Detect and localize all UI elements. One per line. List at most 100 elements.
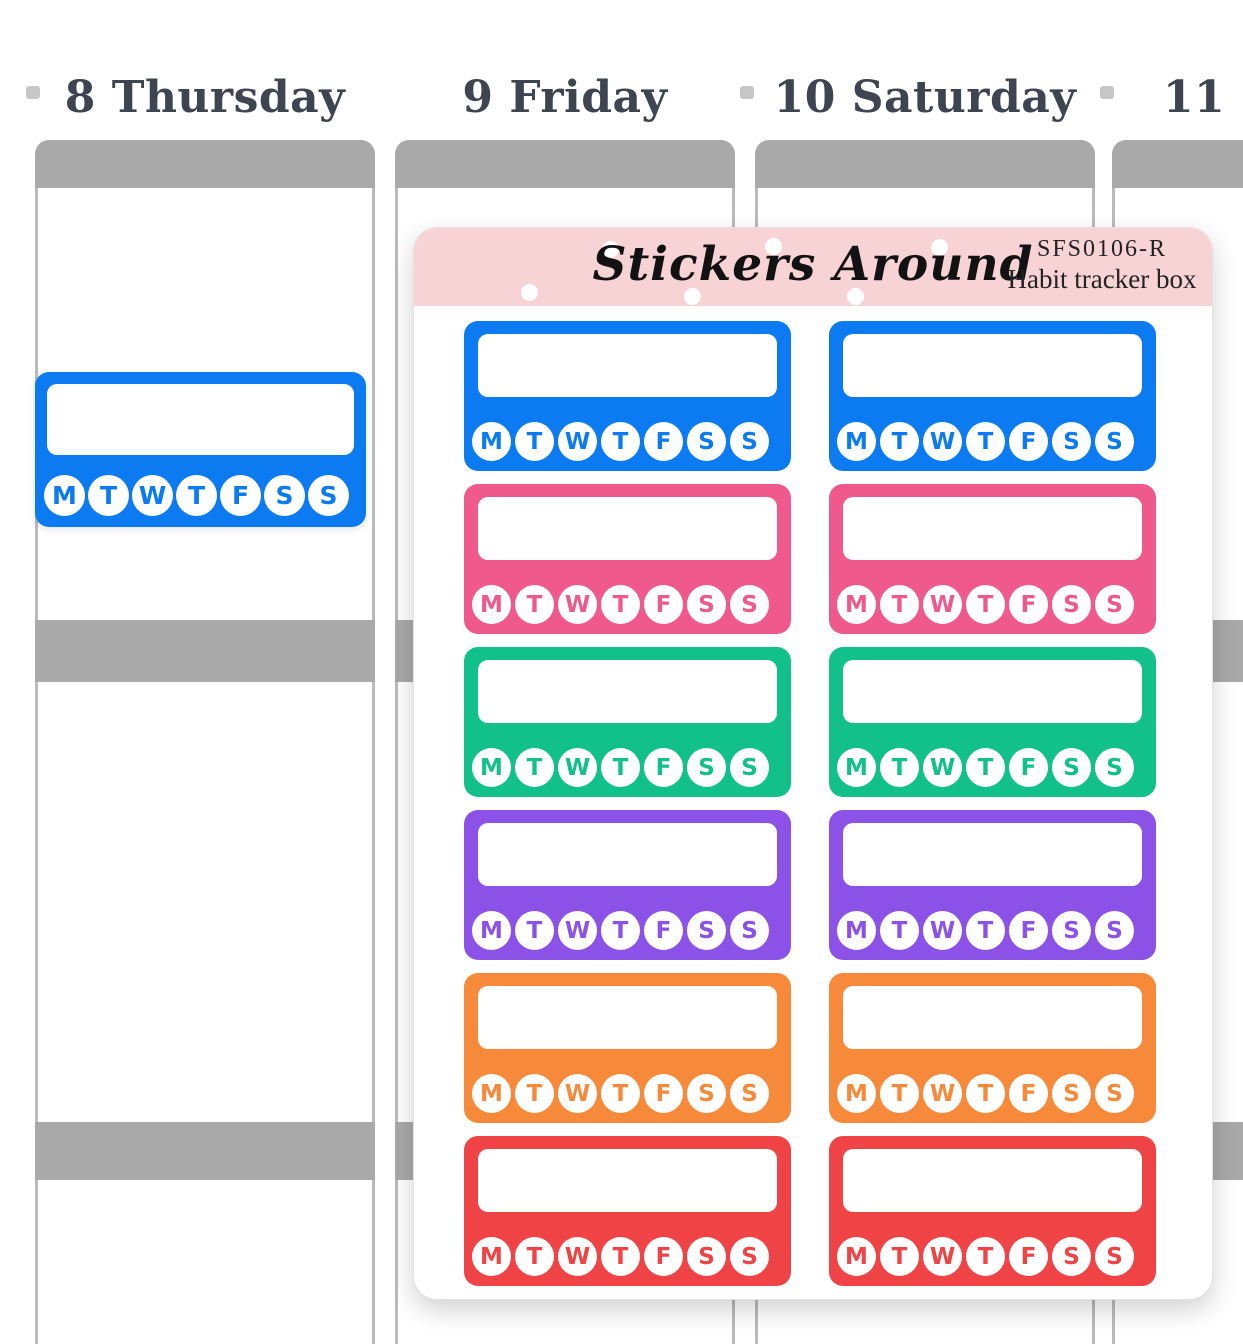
peg-dot bbox=[1100, 86, 1114, 99]
column-box bbox=[35, 1180, 375, 1344]
day-header-friday: 9 Friday bbox=[462, 72, 668, 123]
day-initial-circle: W bbox=[923, 911, 962, 950]
day-initial-circle: T bbox=[515, 1237, 554, 1276]
write-in-box bbox=[478, 660, 777, 723]
write-in-box bbox=[478, 986, 777, 1049]
day-initial-circle: T bbox=[880, 585, 919, 624]
day-initial-circle: T bbox=[880, 748, 919, 787]
day-initial-circle: S bbox=[730, 1237, 769, 1276]
day-initial-circle: F bbox=[644, 911, 683, 950]
day-initial-circle: W bbox=[923, 422, 962, 461]
sku-code: SFS0106-R bbox=[1036, 236, 1168, 262]
punch-hole bbox=[521, 284, 538, 301]
day-initial-circle: S bbox=[1052, 1237, 1091, 1276]
day-initial-circle: T bbox=[880, 911, 919, 950]
punch-hole bbox=[602, 241, 619, 258]
peg-dot bbox=[26, 86, 40, 99]
day-initial-circle: T bbox=[601, 1237, 640, 1276]
day-initial-circle: T bbox=[880, 1237, 919, 1276]
punch-hole bbox=[765, 238, 782, 255]
day-initial-circle: F bbox=[1009, 1237, 1048, 1276]
punch-hole bbox=[931, 239, 948, 256]
day-initial-circle: S bbox=[1095, 422, 1134, 461]
write-in-box bbox=[843, 497, 1142, 560]
day-initial-circle: S bbox=[687, 422, 726, 461]
sku-block: SFS0106-R Habit tracker box bbox=[996, 236, 1208, 295]
day-initial-circle: T bbox=[601, 1074, 640, 1113]
day-header-saturday: 10 Saturday bbox=[773, 72, 1077, 123]
product-name: Habit tracker box bbox=[1007, 264, 1197, 294]
day-initial-circle: T bbox=[966, 422, 1005, 461]
day-initial-circle: W bbox=[923, 1237, 962, 1276]
column-bar bbox=[35, 140, 375, 188]
day-initial-circle: F bbox=[1009, 911, 1048, 950]
day-initial-circle: S bbox=[1052, 1074, 1091, 1113]
write-in-box bbox=[478, 1149, 777, 1212]
column-bar bbox=[35, 620, 375, 682]
column-bar bbox=[1112, 140, 1243, 188]
day-initial-circle: F bbox=[644, 748, 683, 787]
day-initial-circle: M bbox=[472, 585, 511, 624]
day-initial-circle: S bbox=[1052, 911, 1091, 950]
day-initial-circle: W bbox=[558, 422, 597, 461]
day-initial-circle: M bbox=[837, 1237, 876, 1276]
day-initial-circle: S bbox=[264, 475, 305, 516]
punch-hole bbox=[847, 288, 864, 305]
day-initial-circle: F bbox=[1009, 585, 1048, 624]
day-column-thursday bbox=[35, 140, 375, 1344]
write-in-box bbox=[843, 823, 1142, 886]
peg-dot bbox=[740, 86, 754, 99]
day-initial-circle: S bbox=[1095, 748, 1134, 787]
day-initial-circle: T bbox=[176, 475, 217, 516]
day-initial-circle: F bbox=[644, 1237, 683, 1276]
day-initial-circle: W bbox=[923, 585, 962, 624]
day-initial-circle: T bbox=[966, 1237, 1005, 1276]
day-initial-circle: W bbox=[923, 748, 962, 787]
sheet-header-band: Stickers Around SFS0106-R Habit tracker … bbox=[414, 228, 1212, 306]
day-initial-circle: F bbox=[644, 422, 683, 461]
day-initial-circle: S bbox=[1052, 748, 1091, 787]
day-initial-circle: M bbox=[44, 475, 85, 516]
write-in-box bbox=[843, 986, 1142, 1049]
write-in-box bbox=[843, 1149, 1142, 1212]
day-initial-circle: F bbox=[220, 475, 261, 516]
day-initial-circle: M bbox=[837, 585, 876, 624]
day-initial-circle: S bbox=[1095, 585, 1134, 624]
day-initial-circle: W bbox=[558, 911, 597, 950]
day-initial-circle: S bbox=[730, 585, 769, 624]
day-initial-circle: M bbox=[837, 1074, 876, 1113]
day-initial-circle: T bbox=[966, 585, 1005, 624]
day-initial-circle: T bbox=[601, 585, 640, 624]
column-bar bbox=[35, 1122, 375, 1180]
day-initial-circle: S bbox=[687, 911, 726, 950]
day-initial-circle: W bbox=[923, 1074, 962, 1113]
write-in-box bbox=[843, 334, 1142, 397]
day-initial-circle: T bbox=[88, 475, 129, 516]
day-initial-circle: S bbox=[1095, 1237, 1134, 1276]
day-initial-circle: T bbox=[515, 911, 554, 950]
day-initial-circle: S bbox=[687, 1237, 726, 1276]
day-initial-circle: S bbox=[730, 748, 769, 787]
write-in-box bbox=[478, 497, 777, 560]
day-initial-circle: T bbox=[601, 911, 640, 950]
day-initial-circle: M bbox=[837, 422, 876, 461]
day-initial-circle: W bbox=[558, 748, 597, 787]
day-initial-circle: W bbox=[558, 1074, 597, 1113]
day-initial-circle: S bbox=[730, 422, 769, 461]
day-initial-circle: S bbox=[308, 475, 349, 516]
day-initial-circle: T bbox=[966, 911, 1005, 950]
day-initial-circle: T bbox=[966, 1074, 1005, 1113]
day-initial-circle: T bbox=[601, 422, 640, 461]
write-in-box bbox=[478, 823, 777, 886]
